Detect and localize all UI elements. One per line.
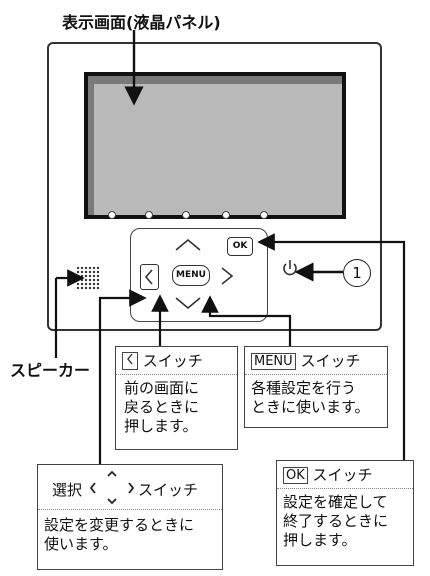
menu-button[interactable]: MENU	[172, 265, 210, 286]
select-label: 選択	[52, 481, 83, 499]
down-chevron-icon	[175, 297, 201, 310]
chevron-left-icon	[144, 269, 153, 285]
indicator-dot	[260, 211, 268, 219]
select-switch-line	[98, 289, 147, 464]
ok-switch-title: スイッチ	[312, 466, 373, 484]
right-chevron-icon	[221, 267, 234, 285]
chevron-left-icon	[127, 353, 133, 365]
indicator-dot	[145, 211, 153, 219]
speaker-label: スピーカー	[10, 361, 91, 380]
menu-badge: MENU	[251, 353, 296, 370]
menu-switch-line	[201, 295, 292, 346]
select-switch-title: スイッチ	[138, 481, 199, 499]
back-switch-title: スイッチ	[142, 352, 203, 370]
select-switch-box: 選択 スイッチ 設定を変更するときに 使います。	[37, 464, 223, 570]
menu-switch-title: スイッチ	[300, 352, 361, 370]
up-chevron-icon	[175, 238, 201, 251]
ok-switch-desc: 設定を確定して 終了するときに 押します。	[283, 493, 389, 549]
indicator-dot	[222, 211, 230, 219]
back-switch-header: スイッチ	[116, 347, 237, 375]
back-switch-desc: 前の画面に 戻るときに 押します。	[124, 379, 200, 435]
ok-switch-line	[257, 233, 406, 460]
back-button[interactable]	[140, 264, 159, 290]
display-title: 表示画面(液晶パネル)	[62, 13, 221, 32]
power-icon	[283, 260, 297, 276]
lcd-panel	[94, 84, 342, 215]
ok-switch-header: OK スイッチ	[277, 461, 413, 489]
indicator-dot	[108, 211, 116, 219]
ok-badge: OK	[283, 467, 308, 484]
indicator-dot	[182, 211, 190, 219]
ok-button[interactable]: OK	[227, 237, 253, 256]
callout-number: 1	[343, 259, 371, 287]
ok-switch-box: OK スイッチ 設定を確定して 終了するときに 押します。	[276, 460, 414, 566]
select-switch-header: 選択 スイッチ	[38, 465, 222, 510]
select-arrows-icon	[90, 470, 134, 505]
select-switch-desc: 設定を変更するときに 使います。	[44, 516, 195, 553]
menu-switch-desc: 各種設定を行う ときに使います。	[251, 379, 370, 416]
menu-switch-header: MENU スイッチ	[245, 347, 387, 375]
back-switch-box: スイッチ 前の画面に 戻るときに 押します。	[115, 346, 238, 450]
back-badge	[122, 352, 138, 370]
menu-switch-box: MENU スイッチ 各種設定を行う ときに使います。	[244, 346, 388, 428]
